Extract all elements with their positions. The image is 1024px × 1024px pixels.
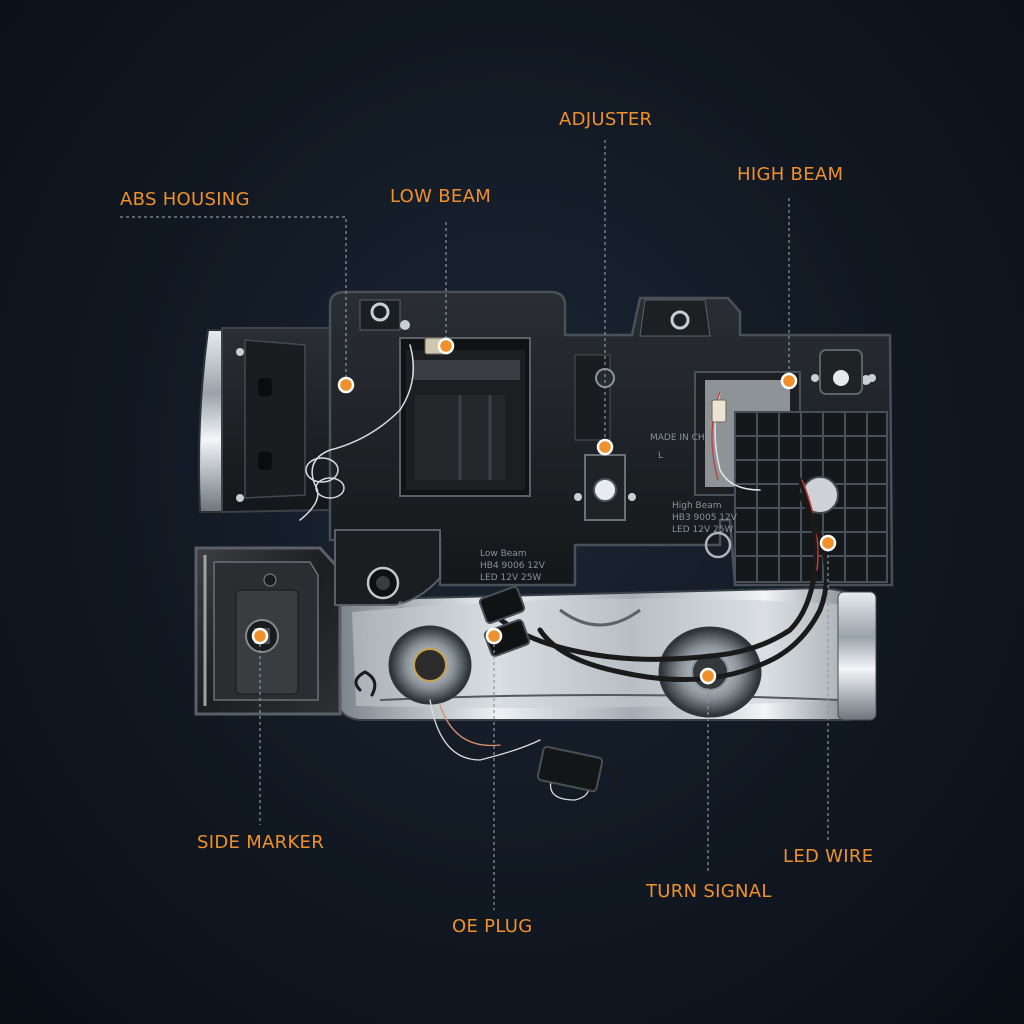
dot-led-wire [819,534,837,552]
headlight-assembly: Low Beam HB4 9006 12V LED 12V 25W High B… [194,290,894,801]
adjuster-knob [574,454,636,521]
high-beam-spec-2: HB3 9005 12V [672,513,738,523]
led-control-module [536,745,604,793]
callout-dots [251,337,837,685]
label-abs-housing: ABS HOUSING [120,189,250,210]
dot-high-beam [780,372,798,390]
dot-oe-plug [485,627,503,645]
leader-abs-housing [120,216,347,382]
dot-turn-signal [699,667,717,685]
mold-number: 5 [398,601,404,611]
made-in-label: MADE IN CHINA [650,433,721,443]
label-turn-signal: TURN SIGNAL [646,881,772,902]
high-beam-spec-1: High Beam [672,501,722,511]
low-beam-spec-3: LED 12V 25W [480,573,541,583]
label-adjuster: ADJUSTER [559,109,653,130]
top-adjuster [595,368,615,388]
side-marker-lamp [194,546,342,716]
low-beam-socket [334,529,441,606]
corner-lamp-housing [221,327,331,514]
label-low-beam: LOW BEAM [390,186,492,207]
chrome-reflector-section [336,586,877,721]
label-side-marker: SIDE MARKER [197,832,325,853]
label-high-beam: HIGH BEAM [737,164,844,185]
high-beam-connector [811,349,876,395]
dot-abs-housing [337,376,355,394]
led-wire-harness [299,344,830,801]
low-beam-spec-1: Low Beam [480,549,527,559]
dot-adjuster [596,438,614,456]
dot-side-marker [251,627,269,645]
corner-chrome-strip [198,329,226,513]
high-beam-spec-3: LED 12V 25W [672,525,733,535]
label-led-wire: LED WIRE [783,846,874,867]
low-beam-spec-2: HB4 9006 12V [480,561,546,571]
label-oe-plug: OE PLUG [452,916,533,937]
leader-lines [120,140,829,910]
housing-markings: Low Beam HB4 9006 12V LED 12V 25W High B… [398,433,738,611]
side-letter: L [658,451,663,461]
dot-low-beam [437,337,455,355]
